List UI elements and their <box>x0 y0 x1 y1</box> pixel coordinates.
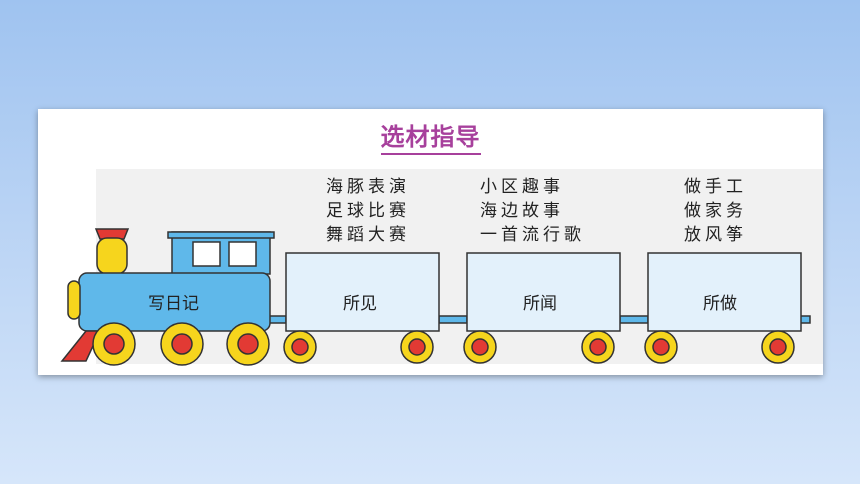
car-2-wheel-1 <box>463 330 497 364</box>
diagram-card: 选材指导 <box>38 109 823 375</box>
cab-window-1 <box>192 241 221 267</box>
title-text: 选材指导 <box>380 123 481 155</box>
car-2 <box>463 252 621 364</box>
car-1 <box>283 252 440 364</box>
car-3-wheel-1 <box>644 330 678 364</box>
car-3-items: 做手工 做家务 放风筝 <box>684 175 747 247</box>
car-1-wheel-1 <box>283 330 317 364</box>
car-1-wheel-2 <box>400 330 434 364</box>
list-item: 海豚表演 <box>326 177 410 197</box>
locomotive <box>60 228 275 366</box>
car-1-label: 所见 <box>343 294 377 314</box>
list-item: 一首流行歌 <box>480 225 585 245</box>
car-2-items: 小区趣事 海边故事 一首流行歌 <box>480 175 585 247</box>
coupling-2 <box>438 315 468 324</box>
list-item: 做手工 <box>684 177 747 197</box>
car-3-label: 所做 <box>703 294 737 314</box>
page-title: 选材指导 <box>38 117 823 155</box>
cow-catcher <box>60 330 102 362</box>
list-item: 海边故事 <box>480 201 564 221</box>
car-3-wheel-2 <box>761 330 795 364</box>
engine-wheel-1 <box>92 322 136 366</box>
engine-wheel-3 <box>226 322 270 366</box>
list-item: 足球比赛 <box>326 201 410 221</box>
cab-roof <box>167 231 275 239</box>
engine-wheel-2 <box>160 322 204 366</box>
list-item: 放风筝 <box>684 225 747 245</box>
car-2-label: 所闻 <box>523 294 557 314</box>
car-2-wheel-2 <box>581 330 615 364</box>
list-item: 小区趣事 <box>480 177 564 197</box>
list-item: 舞蹈大赛 <box>326 225 410 245</box>
coupling-3 <box>619 315 649 324</box>
chimney-bell <box>96 237 128 275</box>
car-1-items: 海豚表演 足球比赛 舞蹈大赛 <box>326 175 410 247</box>
car-3 <box>644 252 802 364</box>
train-illustration <box>60 228 811 366</box>
list-item: 做家务 <box>684 201 747 221</box>
engine-label: 写日记 <box>148 294 199 314</box>
headlight <box>67 280 81 320</box>
chimney-top <box>94 228 130 240</box>
cab-window-2 <box>228 241 257 267</box>
